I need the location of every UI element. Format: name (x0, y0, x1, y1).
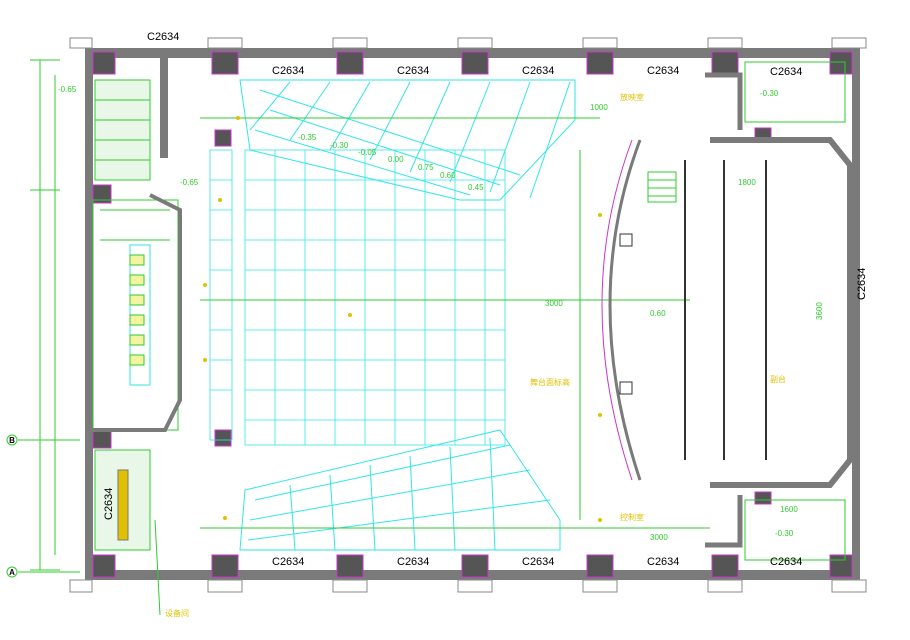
window-label-7: C2634 (272, 556, 304, 568)
window-label-1: C2634 (147, 31, 179, 43)
window-label-10: C2634 (647, 556, 679, 568)
dimension-label-3: 3000 (650, 533, 668, 542)
level-mark-1: -0.65 (58, 85, 77, 94)
level-mark-10: 0.45 (468, 183, 484, 192)
left-stair-upper (94, 79, 151, 181)
dimension-label-6: 1600 (780, 505, 798, 514)
annotation-dots (203, 116, 602, 522)
level-mark-6: -0.05 (358, 148, 377, 157)
window-label-5: C2634 (647, 65, 679, 77)
annotation-projection: 放映室 (620, 92, 644, 102)
aisle-guides (200, 117, 710, 529)
exterior-windows (69, 37, 867, 593)
grid-axis-b-label: B (9, 436, 15, 445)
level-mark-3: -0.30 (760, 89, 779, 98)
window-label-2: C2634 (272, 65, 304, 77)
level-mark-11: 0.60 (650, 309, 666, 318)
left-stair-lower (94, 449, 151, 551)
level-mark-5: -0.30 (330, 141, 349, 150)
level-mark-8: 0.75 (418, 163, 434, 172)
window-label-8: C2634 (397, 556, 429, 568)
annotation-equipment: 设备间 (165, 608, 189, 618)
dimension-label-1: 1000 (590, 103, 608, 112)
annotation-side-stage: 副台 (770, 374, 786, 384)
grid-axis-a-label: A (9, 568, 15, 577)
right-rooms (744, 61, 846, 561)
window-label-6: C2634 (770, 66, 802, 78)
central-seating-block (209, 149, 506, 446)
level-mark-7: 0.00 (388, 155, 404, 164)
stage-front (601, 139, 642, 481)
window-label-12: C2634 (103, 488, 115, 520)
stage-rigging (684, 160, 767, 460)
window-label-11: C2634 (770, 556, 802, 568)
window-label-13: C2634 (856, 268, 868, 300)
level-mark-2: -0.65 (180, 178, 199, 187)
level-mark-12: -0.30 (775, 529, 794, 538)
lower-raked-seating (239, 429, 561, 551)
projection-seats (129, 254, 145, 366)
dimension-label-5: 3600 (815, 302, 824, 320)
stage-house-walls (705, 72, 853, 548)
wall-columns (92, 51, 853, 578)
annotation-control: 控制室 (620, 512, 644, 522)
upper-raked-seating (239, 79, 576, 201)
left-dimension-lines (18, 59, 80, 573)
grid-axis-b: B (6, 434, 18, 446)
annotation-stage-level: 舞台面标高 (530, 377, 570, 387)
window-label-3: C2634 (397, 65, 429, 77)
left-projection-room (92, 193, 182, 432)
stage-steps (619, 171, 677, 395)
level-mark-9: 0.60 (440, 171, 456, 180)
grid-axis-a: A (6, 566, 18, 578)
outer-walls (85, 48, 860, 580)
window-label-4: C2634 (522, 65, 554, 77)
window-label-9: C2634 (522, 556, 554, 568)
level-mark-4: -0.35 (298, 133, 317, 142)
dimension-label-2: 3000 (545, 299, 563, 308)
dimension-label-4: 1800 (738, 178, 756, 187)
annotation-leader (154, 519, 161, 616)
